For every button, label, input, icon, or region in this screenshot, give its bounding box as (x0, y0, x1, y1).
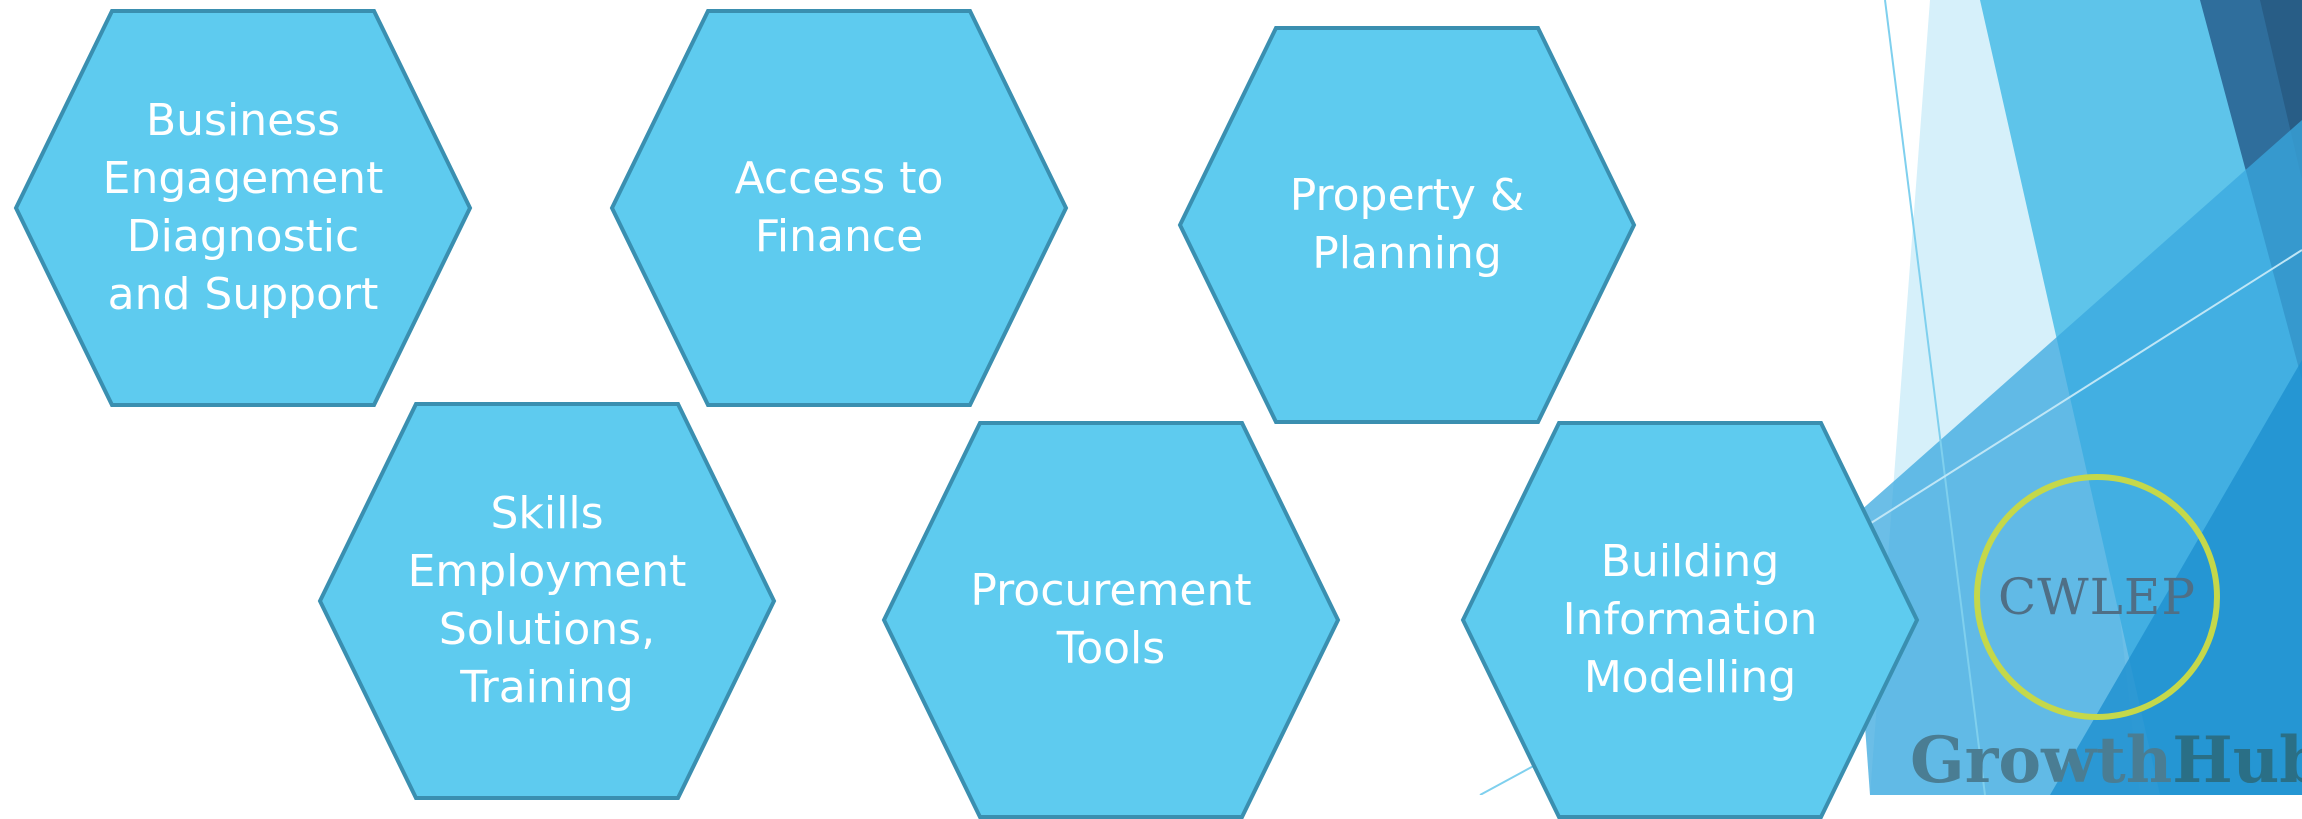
hexagon-business-engagement: Business Engagement Diagnostic and Suppo… (13, 9, 473, 407)
hexagon-label: Property & Planning (1289, 170, 1525, 279)
logo-hub-text: Hub (2172, 723, 2302, 798)
hexagon-label: Skills Employment Solutions, Training (407, 488, 687, 713)
hexagon-label: Building Information Modelling (1562, 536, 1818, 703)
hexagon-access-to-finance: Access to Finance (609, 9, 1069, 407)
logo-ring-text: CWLEP (1998, 568, 2196, 626)
logo-ring: CWLEP (1974, 474, 2220, 720)
hexagon-label: Procurement Tools (970, 565, 1252, 674)
cwlep-growthhub-logo: CWLEP GrowthHub (1910, 470, 2302, 795)
logo-growth-text: Growth (1910, 723, 2173, 798)
background-decoration (1479, 0, 2302, 795)
hexagon-label: Business Engagement Diagnostic and Suppo… (102, 95, 384, 320)
hexagon-label: Access to Finance (734, 153, 944, 262)
logo-wordmark: GrowthHub (1910, 728, 2302, 794)
hexagon-procurement-tools: Procurement Tools (881, 421, 1341, 819)
hexagon-property-planning: Property & Planning (1177, 26, 1637, 424)
hexagon-building-information-modelling: Building Information Modelling (1460, 421, 1920, 819)
hexagon-skills-employment: Skills Employment Solutions, Training (317, 402, 777, 800)
